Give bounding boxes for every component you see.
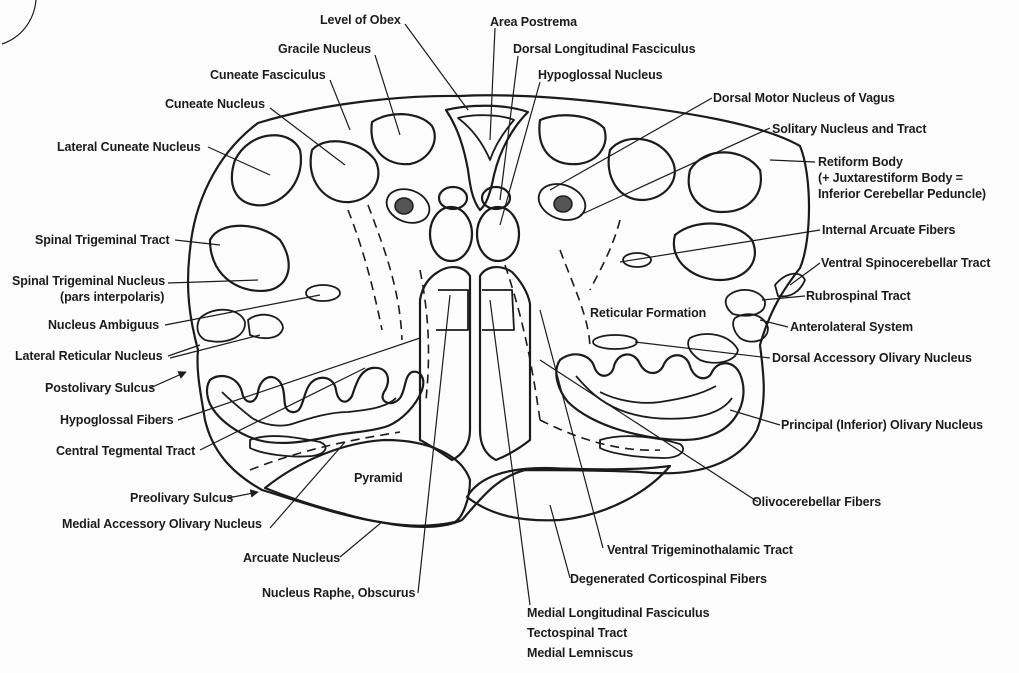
label-hypoglossal-nucleus: Hypoglossal Nucleus — [538, 68, 663, 82]
label-pyramid: Pyramid — [354, 471, 403, 485]
label-dorsal-longitudinal-fasciculus: Dorsal Longitudinal Fasciculus — [513, 42, 696, 56]
label-principal-olivary-nucleus: Principal (Inferior) Olivary Nucleus — [781, 418, 983, 432]
solitary-outer-right-shape — [537, 183, 587, 221]
lateral-cuneate-right-shape — [687, 151, 762, 214]
label-olivocerebellar-fibers: Olivocerebellar Fibers — [752, 495, 881, 509]
dorsal-vagal-right-shape — [480, 185, 512, 211]
label-solitary-nucleus-tract: Solitary Nucleus and Tract — [772, 122, 927, 136]
label-nucleus-raphe-obscurus: Nucleus Raphe, Obscurus — [262, 586, 415, 600]
label-hypoglossal-fibers: Hypoglossal Fibers — [60, 413, 174, 427]
mlf-left-shape — [436, 289, 469, 331]
label-spinal-trigeminal-nucleus-1: Spinal Trigeminal Nucleus — [12, 274, 165, 288]
label-anterolateral-system: Anterolateral System — [790, 320, 913, 334]
dorsal-accessory-olive-right-shape — [592, 334, 638, 350]
solitary-tract-right-shape — [553, 195, 573, 213]
label-cuneate-nucleus: Cuneate Nucleus — [165, 97, 265, 111]
label-level-of-obex: Level of Obex — [320, 13, 401, 27]
leader-lines — [164, 23, 821, 606]
reticular-dash-left-2 — [367, 204, 403, 341]
label-dorsal-motor-nucleus-vagus: Dorsal Motor Nucleus of Vagus — [713, 91, 895, 105]
inferior-olive-right-inner-2 — [599, 385, 717, 404]
ventral-dash-left — [249, 431, 401, 471]
ventral-dash-right — [539, 419, 661, 452]
label-internal-arcuate-fibers: Internal Arcuate Fibers — [822, 223, 956, 237]
label-rubrospinal-tract: Rubrospinal Tract — [806, 289, 912, 303]
medial-accessory-olive-left-shape — [249, 435, 327, 458]
label-spinal-trigeminal-tract: Spinal Trigeminal Tract — [35, 233, 170, 247]
label-retiform-body-1: Retiform Body — [818, 155, 903, 169]
area-postrema-shape — [457, 114, 515, 161]
label-ventral-trigeminothalamic-tract: Ventral Trigeminothalamic Tract — [607, 543, 794, 557]
lateral-right-shape — [687, 333, 739, 364]
nucleus-ambiguus-left-shape — [305, 284, 341, 302]
anterolateral-right-shape — [732, 313, 769, 343]
lateral-cuneate-left-shape — [230, 134, 303, 207]
medial-lemniscus-left-shape — [418, 266, 472, 462]
label-lateral-cuneate-nucleus: Lateral Cuneate Nucleus — [57, 140, 201, 154]
label-nucleus-ambiguus: Nucleus Ambiguus — [48, 318, 159, 332]
labels: Level of Obex Area Postrema Gracile Nucl… — [12, 13, 991, 660]
pyramid-left-shape — [263, 438, 472, 527]
label-postolivary-sulcus: Postolivary Sulcus — [45, 381, 155, 395]
hypoglossal-nucleus-right-shape — [475, 205, 521, 263]
label-medial-longitudinal-fasciculus: Medial Longitudinal Fasciculus — [527, 606, 710, 620]
inferior-olive-right-shape — [555, 353, 745, 442]
inferior-olive-right-inner — [575, 375, 733, 420]
reticular-dash-left-3 — [419, 269, 430, 401]
spinal-trigeminal-right-shape — [672, 222, 756, 282]
ventral-spinocerebellar-right-shape — [774, 272, 806, 298]
lateral-reticular-left-shape-2 — [247, 313, 284, 340]
inferior-olive-left-shape — [205, 366, 425, 445]
label-spinal-trigeminal-nucleus-2: (pars interpolaris) — [60, 290, 164, 304]
label-gracile-nucleus: Gracile Nucleus — [278, 42, 371, 56]
rubrospinal-right-shape — [724, 289, 766, 317]
solitary-outer-left-shape — [385, 188, 431, 224]
pyramid-right-shape — [465, 464, 672, 522]
reticular-dash-left-1 — [347, 209, 383, 331]
hypoglossal-nucleus-left-shape — [428, 205, 474, 263]
reticular-dash-right-3 — [589, 219, 621, 291]
dorsal-vagal-left-shape — [437, 185, 469, 211]
postolivary-sulcus-arrow — [149, 371, 187, 389]
reticular-dash-right-1 — [504, 264, 541, 421]
gracile-nucleus-left-shape — [370, 113, 436, 166]
label-area-postrema: Area Postrema — [490, 15, 578, 29]
gracile-nucleus-right-shape — [538, 114, 607, 166]
label-lateral-reticular-nucleus: Lateral Reticular Nucleus — [15, 349, 163, 363]
cuneate-nucleus-left-shape — [309, 140, 380, 204]
medulla-outline — [186, 94, 811, 529]
fourth-ventricle-shape — [444, 104, 530, 212]
label-central-tegmental-tract: Central Tegmental Tract — [56, 444, 196, 458]
solitary-tract-left-shape — [394, 197, 414, 215]
label-reticular-formation: Reticular Formation — [590, 306, 706, 320]
inferior-olive-left-inner — [221, 391, 397, 427]
nucleus-ambiguus-right-shape — [622, 252, 652, 268]
reticular-dash-right-2 — [559, 249, 591, 351]
spinal-trigeminal-left-shape — [208, 224, 290, 292]
mlf-right-shape — [482, 289, 515, 331]
label-tectospinal-tract: Tectospinal Tract — [527, 626, 628, 640]
cuneate-nucleus-right-shape — [607, 137, 676, 202]
label-arcuate-nucleus: Arcuate Nucleus — [243, 551, 340, 565]
preolivary-sulcus-arrow — [227, 489, 259, 499]
label-medial-accessory-olivary-nucleus: Medial Accessory Olivary Nucleus — [62, 517, 262, 531]
label-medial-lemniscus: Medial Lemniscus — [527, 646, 633, 660]
label-retiform-body-3: Inferior Cerebellar Peduncle) — [818, 187, 986, 201]
corner-mark — [1, 0, 37, 45]
medial-lemniscus-right-shape — [478, 266, 532, 462]
label-cuneate-fasciculus: Cuneate Fasciculus — [210, 68, 326, 82]
label-degenerated-corticospinal-fibers: Degenerated Corticospinal Fibers — [570, 572, 767, 586]
label-ventral-spinocerebellar-tract: Ventral Spinocerebellar Tract — [821, 256, 991, 270]
label-preolivary-sulcus: Preolivary Sulcus — [130, 491, 233, 505]
label-dorsal-accessory-olivary-nucleus: Dorsal Accessory Olivary Nucleus — [772, 351, 972, 365]
label-retiform-body-2: (+ Juxtarestiform Body = — [818, 171, 963, 185]
medial-accessory-olive-right-shape — [599, 435, 685, 459]
lateral-reticular-left-shape — [196, 308, 246, 343]
